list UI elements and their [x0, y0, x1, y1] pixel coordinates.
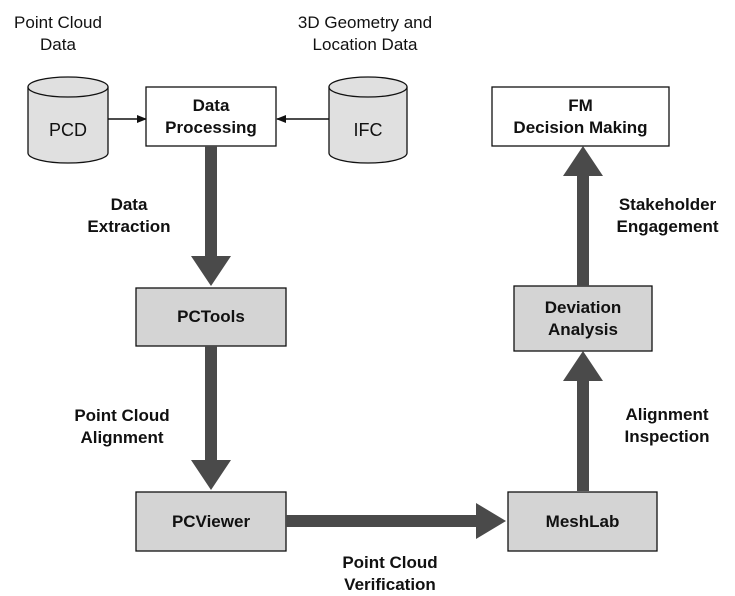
ifc-caption-line-2: Location Data: [312, 35, 418, 54]
deviation-analysis-line-1: Deviation: [544, 297, 622, 317]
fm-decision-line-1: FM: [568, 95, 593, 115]
point-cloud-alignment-line-1: Point Cloud: [74, 406, 170, 425]
pcviewer-label: PCViewer: [136, 492, 286, 551]
stakeholder-engagement-line-1: Stakeholder: [618, 195, 717, 214]
stakeholder-engagement-label: Stakeholder Engagement: [605, 194, 730, 238]
fm-decision-box: [491, 86, 670, 147]
pcd-cylinder-body: [27, 87, 109, 164]
ifc-label: IFC: [353, 120, 383, 140]
pcd-label: PCD: [48, 120, 87, 140]
alignment-inspection-arrow: [563, 351, 603, 491]
stakeholder-engagement-arrow: [563, 146, 603, 286]
data-extraction-line-2: Extraction: [87, 217, 171, 236]
point-cloud-alignment-arrow: [191, 346, 231, 490]
point-cloud-verification-label: Point Cloud Verification: [320, 552, 460, 596]
data-extraction-line-1: Data: [110, 195, 148, 214]
data-processing-line-1: Data: [192, 95, 230, 115]
fm-decision-line-2: Decision Making: [513, 117, 648, 137]
deviation-analysis-label: Deviation Analysis: [514, 286, 652, 351]
data-extraction-arrow: [191, 146, 231, 286]
ifc-caption: 3D Geometry and Location Data: [270, 12, 460, 56]
ifc-caption-line-1: 3D Geometry and: [297, 13, 433, 32]
pcd-cylinder: [27, 76, 109, 164]
ifc-cylinder-body: [328, 87, 408, 164]
pcd-caption-line-1: Point Cloud: [14, 13, 102, 32]
ifc-cylinder-top: [328, 76, 408, 98]
ifc-cylinder: [328, 76, 408, 164]
alignment-inspection-line-2: Inspection: [624, 427, 710, 446]
data-processing-label: Data Processing: [146, 87, 276, 146]
deviation-analysis-box: [513, 285, 653, 352]
point-cloud-verification-arrow: [286, 503, 506, 539]
alignment-inspection-line-1: Alignment: [625, 405, 709, 424]
fm-decision-label: FM Decision Making: [492, 87, 669, 146]
data-processing-line-2: Processing: [165, 117, 257, 137]
data-extraction-label: Data Extraction: [64, 194, 194, 238]
pctools-label: PCTools: [136, 288, 286, 346]
pcd-caption-line-2: Data: [40, 35, 76, 54]
point-cloud-alignment-line-2: Alignment: [80, 428, 164, 447]
meshlab-label: MeshLab: [508, 492, 657, 551]
pcd-cylinder-top: [27, 76, 109, 98]
meshlab-box: [507, 491, 658, 552]
pcviewer-line-1: PCViewer: [171, 511, 251, 531]
pcviewer-box: [135, 491, 287, 552]
point-cloud-verification-line-1: Point Cloud: [342, 553, 438, 572]
stakeholder-engagement-line-2: Engagement: [616, 217, 719, 236]
point-cloud-verification-line-2: Verification: [344, 575, 436, 594]
pcd-caption: Point Cloud Data: [8, 12, 108, 56]
pctools-line-1: PCTools: [177, 307, 245, 326]
alignment-inspection-label: Alignment Inspection: [607, 404, 727, 448]
point-cloud-alignment-label: Point Cloud Alignment: [52, 405, 192, 449]
meshlab-line-1: MeshLab: [545, 511, 620, 531]
deviation-analysis-line-2: Analysis: [548, 319, 618, 339]
